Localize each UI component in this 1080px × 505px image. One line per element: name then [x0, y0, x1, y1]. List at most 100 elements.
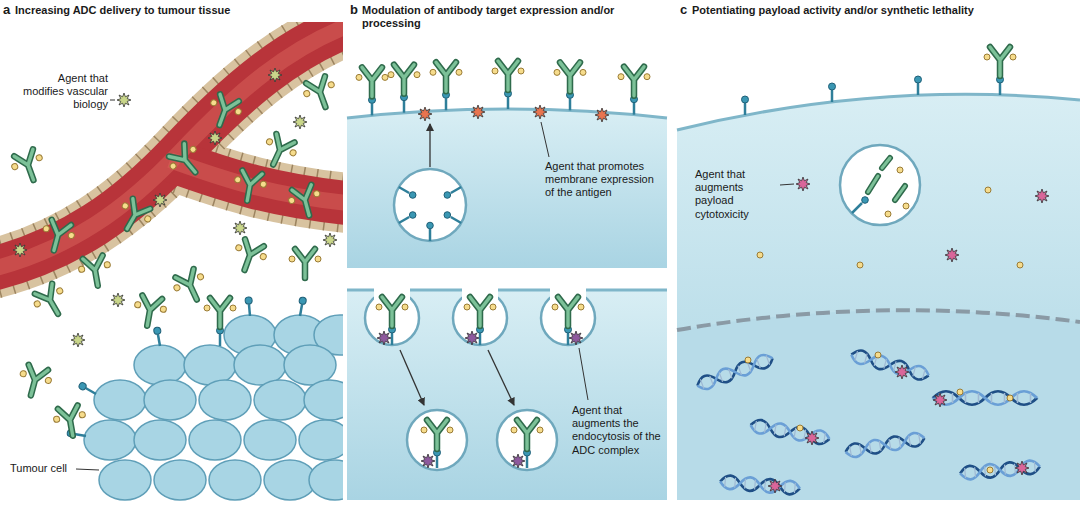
art-use	[421, 454, 435, 468]
art-path	[0, 22, 343, 272]
art-use	[421, 420, 453, 449]
art-use	[768, 479, 782, 493]
art-ellipse	[304, 380, 343, 420]
art-use	[323, 233, 337, 247]
art-ellipse	[94, 380, 146, 420]
art-use	[745, 357, 751, 363]
art-line	[110, 100, 115, 101]
art-use	[30, 281, 72, 322]
art-use	[1015, 461, 1029, 475]
art-path	[677, 94, 1080, 500]
art-ellipse	[254, 380, 306, 420]
art-line	[429, 124, 430, 167]
panel-letter: a	[3, 2, 10, 18]
art-use	[987, 467, 993, 473]
art-use	[297, 297, 307, 317]
art-use	[533, 105, 547, 119]
art-path	[0, 22, 343, 272]
art-path	[170, 160, 343, 205]
art-use	[897, 167, 903, 173]
art-use	[915, 76, 922, 95]
art-use	[117, 93, 131, 107]
callout-label: Agent that augments payload cytotoxicity	[695, 168, 777, 221]
art-use	[595, 108, 609, 122]
art-path	[347, 109, 667, 118]
panel-a-art	[0, 22, 343, 500]
art-ellipse	[244, 420, 296, 460]
art-use	[113, 196, 155, 237]
art-use	[903, 203, 909, 209]
art-use	[875, 352, 881, 358]
art-line	[451, 187, 461, 193]
art-ellipse	[299, 420, 343, 460]
art-ellipse	[134, 345, 186, 385]
art-ellipse	[84, 420, 136, 460]
art-use	[78, 381, 98, 397]
art-use	[9, 147, 49, 185]
art-use	[464, 297, 496, 326]
art-line	[400, 350, 424, 405]
art-use	[301, 74, 341, 112]
art-ellipse	[284, 345, 336, 385]
art-use	[844, 431, 925, 458]
art-use	[153, 193, 167, 207]
art-use	[742, 96, 749, 115]
art-ellipse	[234, 345, 286, 385]
art-use	[933, 393, 947, 407]
art-use	[77, 254, 114, 288]
callout-label: Agent that promotes membrane expression …	[545, 160, 663, 200]
art-use	[757, 252, 763, 258]
art-use	[797, 425, 803, 431]
art-use	[430, 62, 462, 91]
art-use	[1007, 395, 1013, 401]
art-circle	[409, 212, 416, 219]
art-line	[399, 187, 409, 193]
art-circle	[409, 192, 416, 199]
art-path	[170, 160, 343, 205]
panel-title: Increasing ADC delivery to tumour tissue	[15, 4, 335, 17]
art-use	[388, 65, 420, 94]
art-use	[170, 266, 211, 306]
art-path	[677, 310, 1080, 500]
art-use	[52, 404, 89, 438]
art-use	[245, 297, 254, 317]
art-ellipse	[144, 380, 196, 420]
art-path	[0, 22, 343, 272]
art-path	[868, 158, 890, 192]
art-use	[552, 297, 584, 326]
art-use	[1035, 189, 1049, 203]
art-use	[511, 454, 525, 468]
callout-label: Tumour cell	[10, 462, 67, 475]
panel-letter: b	[350, 2, 358, 18]
art-use	[829, 83, 836, 102]
art-path	[895, 186, 905, 200]
art-use	[895, 365, 909, 379]
art-use	[749, 418, 830, 445]
art-use	[229, 237, 269, 275]
art-use	[492, 61, 524, 90]
panel-title: Potentiating payload activity and/or syn…	[692, 4, 1072, 17]
art-use	[465, 331, 479, 345]
art-use	[293, 115, 307, 129]
art-use	[376, 297, 408, 326]
art-ellipse	[184, 345, 236, 385]
art-line	[579, 348, 588, 400]
art-line	[488, 350, 514, 405]
art-use	[111, 293, 125, 307]
art-ellipse	[134, 420, 186, 460]
art-g	[84, 315, 343, 500]
art-path	[677, 310, 1080, 330]
art-circle	[407, 410, 467, 470]
art-use	[695, 352, 775, 392]
art-circle	[394, 169, 466, 241]
art-circle	[840, 145, 920, 225]
art-line	[451, 217, 461, 223]
art-use	[38, 218, 76, 254]
art-ellipse	[99, 460, 151, 500]
art-line	[429, 229, 432, 241]
art-use	[233, 221, 247, 235]
art-use	[377, 331, 391, 345]
art-use	[204, 298, 236, 327]
